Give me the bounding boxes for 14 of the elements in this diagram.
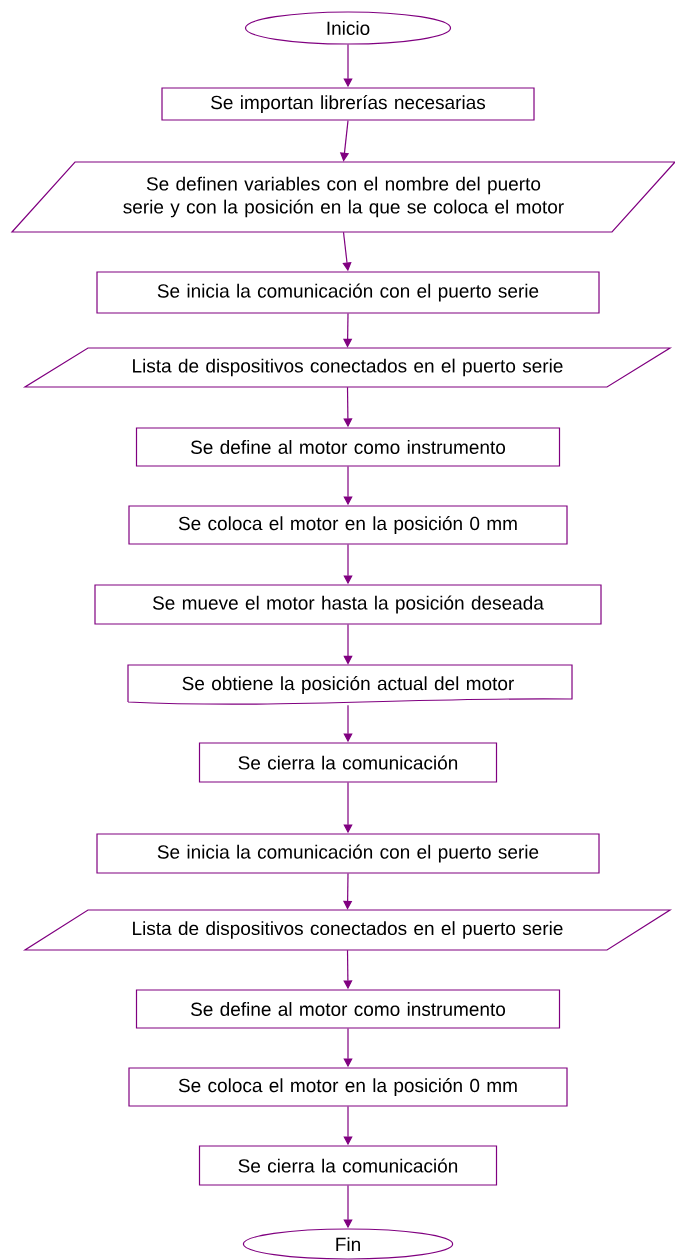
process-box: Se importan librerías necesarias: [161, 87, 535, 121]
process-box: Se define al motor como instrumento: [135, 989, 561, 1029]
terminal-oval: Inicio: [244, 11, 452, 45]
process-box: Se coloca el motor en la posición 0 mm: [128, 1067, 568, 1107]
document-shape: Se obtiene la posición actual del motor: [127, 664, 573, 705]
arrow: [343, 624, 353, 665]
process-box: Se cierra la comunicación: [198, 1145, 498, 1186]
process-box: Se coloca el motor en la posición 0 mm: [128, 505, 568, 545]
process-box: Se mueve el motor hasta la posición deseada: [94, 584, 602, 625]
process-box: Se define al motor como instrumento: [135, 427, 561, 467]
process-box: Se inicia la comunicación con el puerto serie: [96, 833, 600, 874]
terminal-oval: Fin: [242, 1228, 454, 1260]
process-box: Se cierra la comunicación: [198, 742, 498, 783]
process-box: Se inicia la comunicación con el puerto serie: [96, 271, 600, 314]
